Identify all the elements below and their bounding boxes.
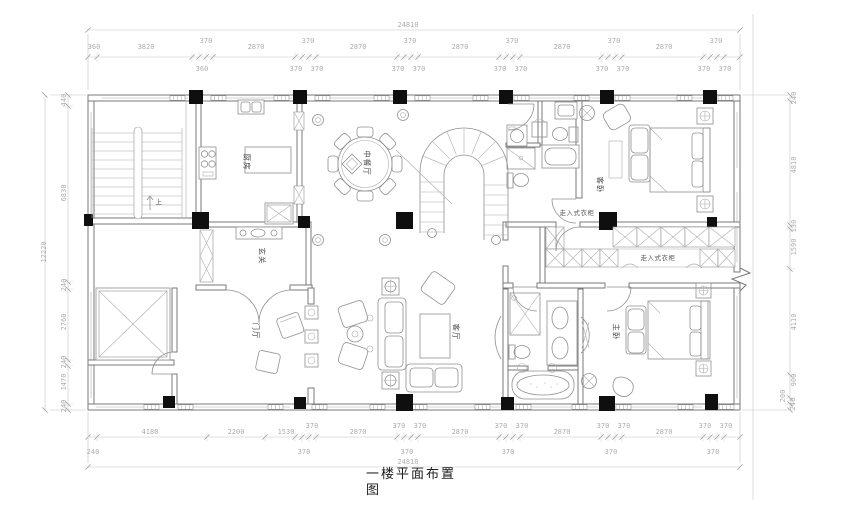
bath-sink [554, 101, 578, 120]
armchair [603, 103, 631, 131]
closet-door [555, 226, 581, 252]
toilet [552, 127, 568, 141]
living-room-furniture [337, 271, 502, 393]
shower [509, 292, 541, 336]
toilet [513, 345, 531, 359]
sofa [625, 305, 647, 355]
master-bathroom-fixtures [508, 286, 590, 400]
shoe-cabinet [199, 229, 214, 283]
interior-walls [87, 100, 741, 405]
nightstand [696, 195, 714, 213]
wall-break-symbol [730, 267, 752, 292]
kitchen-island [244, 146, 292, 174]
walkin-closet-wardrobes [545, 226, 736, 269]
coffee-table [419, 313, 451, 359]
bed [649, 127, 711, 193]
chair [612, 376, 634, 397]
master-bedroom-furniture [581, 282, 712, 397]
dresser [580, 316, 590, 354]
drawing-title-line1: 一楼平面布置 [366, 466, 457, 481]
floor-lamp [581, 373, 597, 389]
structural-columns [84, 90, 718, 411]
nightstand [695, 282, 712, 299]
bathroom-door [507, 103, 535, 131]
bathroom-door-2 [551, 198, 577, 224]
double-door [225, 289, 293, 324]
stair-direction-arrow [146, 195, 154, 210]
master-bedroom-door [606, 286, 632, 312]
bathtub [541, 144, 580, 169]
bed [647, 300, 711, 360]
dining-table-set [327, 126, 403, 202]
drawing-title: 一楼平面布置 图 [366, 466, 456, 498]
spiral-staircase [395, 127, 509, 245]
exterior-walls [87, 94, 752, 411]
entry-hall-fixtures [199, 226, 293, 324]
master-bath-door [512, 286, 538, 312]
foyer-door [151, 351, 175, 375]
foyer-fixtures [95, 287, 319, 375]
decorative-columns [312, 109, 409, 246]
toilet-tank [568, 126, 579, 143]
loveseat [405, 363, 463, 393]
nightstand [696, 107, 714, 125]
shower-pan [506, 147, 536, 170]
tv-console [494, 315, 502, 360]
drawing-title-line2: 图 [366, 482, 382, 497]
nightstand [695, 360, 712, 377]
guest-bathroom-fixtures [506, 101, 595, 224]
toilet-2 [513, 173, 529, 187]
side-staircase [91, 126, 183, 220]
chaise [628, 124, 651, 183]
bathtub [511, 370, 575, 400]
armchair [420, 271, 456, 305]
window-sill-hatches [143, 95, 735, 410]
stair-section-line [395, 149, 453, 205]
sofa [377, 297, 407, 371]
vanity [546, 300, 578, 366]
guest-bedroom-furniture [603, 103, 714, 213]
kitchen-fixtures [198, 99, 294, 225]
exhaust-fan [579, 105, 595, 121]
basket [531, 121, 548, 138]
dimension-ticks [42, 27, 795, 470]
bench [608, 140, 623, 179]
